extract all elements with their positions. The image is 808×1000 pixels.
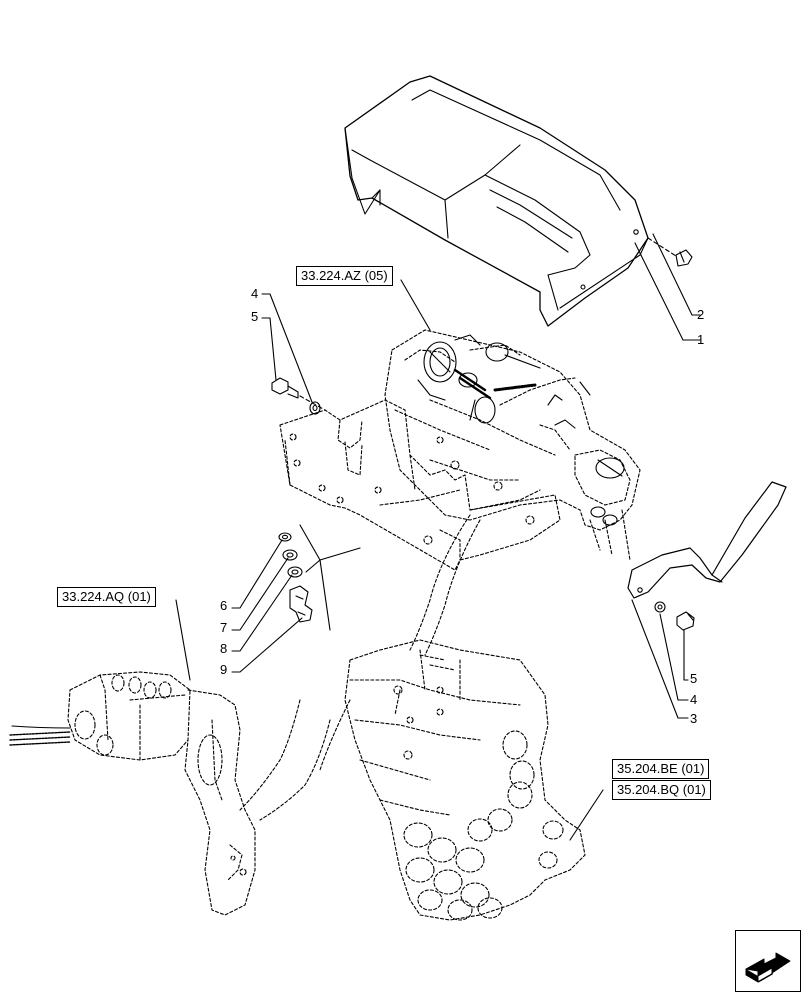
callout-3: 3 xyxy=(690,711,698,726)
callout-4-upper: 4 xyxy=(251,286,259,301)
mounting-bracket-plate xyxy=(279,399,561,571)
callout-2: 2 xyxy=(697,307,705,322)
joystick-control-unit xyxy=(67,671,256,916)
leader-arrow xyxy=(299,524,361,631)
reference-leaders xyxy=(175,279,604,841)
wiring-harness xyxy=(9,725,71,746)
lower-valve-block xyxy=(344,639,586,921)
callout-5-lower: 5 xyxy=(690,671,698,686)
callout-4-lower: 4 xyxy=(690,692,698,707)
callout-1: 1 xyxy=(697,332,705,347)
reference-box-33-224-az[interactable]: 33.224.AZ (05) xyxy=(296,266,393,286)
reference-box-33-224-aq[interactable]: 33.224.AQ (01) xyxy=(57,587,156,607)
hose-couplings xyxy=(417,334,625,526)
callout-9: 9 xyxy=(220,662,228,677)
callout-8: 8 xyxy=(220,641,228,656)
callout-7: 7 xyxy=(220,620,228,635)
callout-5-upper: 5 xyxy=(251,309,259,324)
reference-box-35-204-bq[interactable]: 35.204.BQ (01) xyxy=(612,780,711,800)
hydraulic-lines xyxy=(239,514,481,821)
bracket-part-3 xyxy=(627,481,787,631)
bolt-part-2 xyxy=(647,237,693,267)
reference-box-35-204-be[interactable]: 35.204.BE (01) xyxy=(612,759,710,779)
fitting-stack-parts xyxy=(278,532,313,623)
cover-part xyxy=(344,75,649,327)
callout-6: 6 xyxy=(220,598,228,613)
bolt-part-5-upper xyxy=(271,377,326,411)
control-valve-assembly xyxy=(384,329,641,561)
callout-leaders xyxy=(231,233,701,719)
washer-part-4-upper xyxy=(309,401,321,415)
next-page-arrow-icon[interactable] xyxy=(735,930,801,992)
